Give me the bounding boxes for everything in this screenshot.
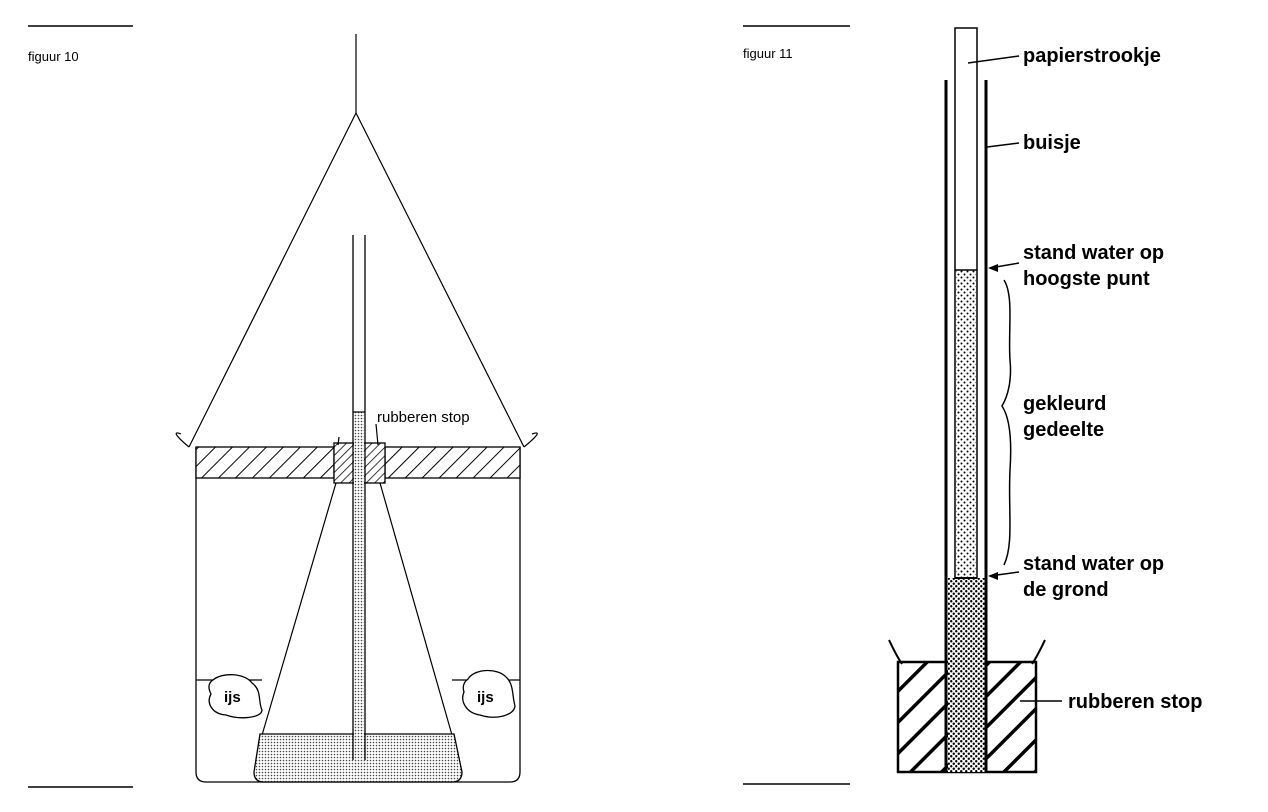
lid-left (195, 446, 335, 479)
brace (1001, 279, 1012, 566)
suspension-string (175, 34, 538, 448)
label-colored-1: gekleurd (1023, 393, 1106, 415)
label-tube: buisje (1023, 132, 1081, 154)
figure-10-caption: figuur 10 (28, 49, 79, 64)
figure-11-caption: figuur 11 (743, 46, 793, 61)
figure-10: figuur 10 (28, 25, 538, 788)
stopper-pointer (375, 423, 379, 446)
label-colored-2: gedeelte (1023, 419, 1104, 441)
stopper-label-fig10: rubberen stop (377, 409, 470, 426)
arrowheads (988, 264, 998, 580)
ice-right (462, 669, 516, 718)
ice-left (208, 674, 263, 719)
label-water-ground-2: de grond (1023, 579, 1109, 601)
colored-part (956, 270, 976, 578)
stopper-rim-right (1031, 639, 1046, 665)
figure-11: figuur 11 papierstrookje (743, 25, 1202, 785)
label-water-ground-1: stand water op (1023, 553, 1164, 575)
label-paper-strip: papierstrookje (1023, 45, 1161, 67)
ice-label-right: ijs (477, 689, 494, 706)
ice-label-left: ijs (224, 689, 241, 706)
label-rubber-stopper: rubberen stop (1068, 691, 1202, 713)
label-water-top-1: stand water op (1023, 242, 1164, 264)
lid-right (384, 446, 521, 479)
label-water-top-2: hoogste punt (1023, 268, 1150, 290)
tube-liquid (354, 412, 364, 760)
dense-liquid (948, 578, 986, 772)
stopper-rim-left (888, 639, 903, 665)
